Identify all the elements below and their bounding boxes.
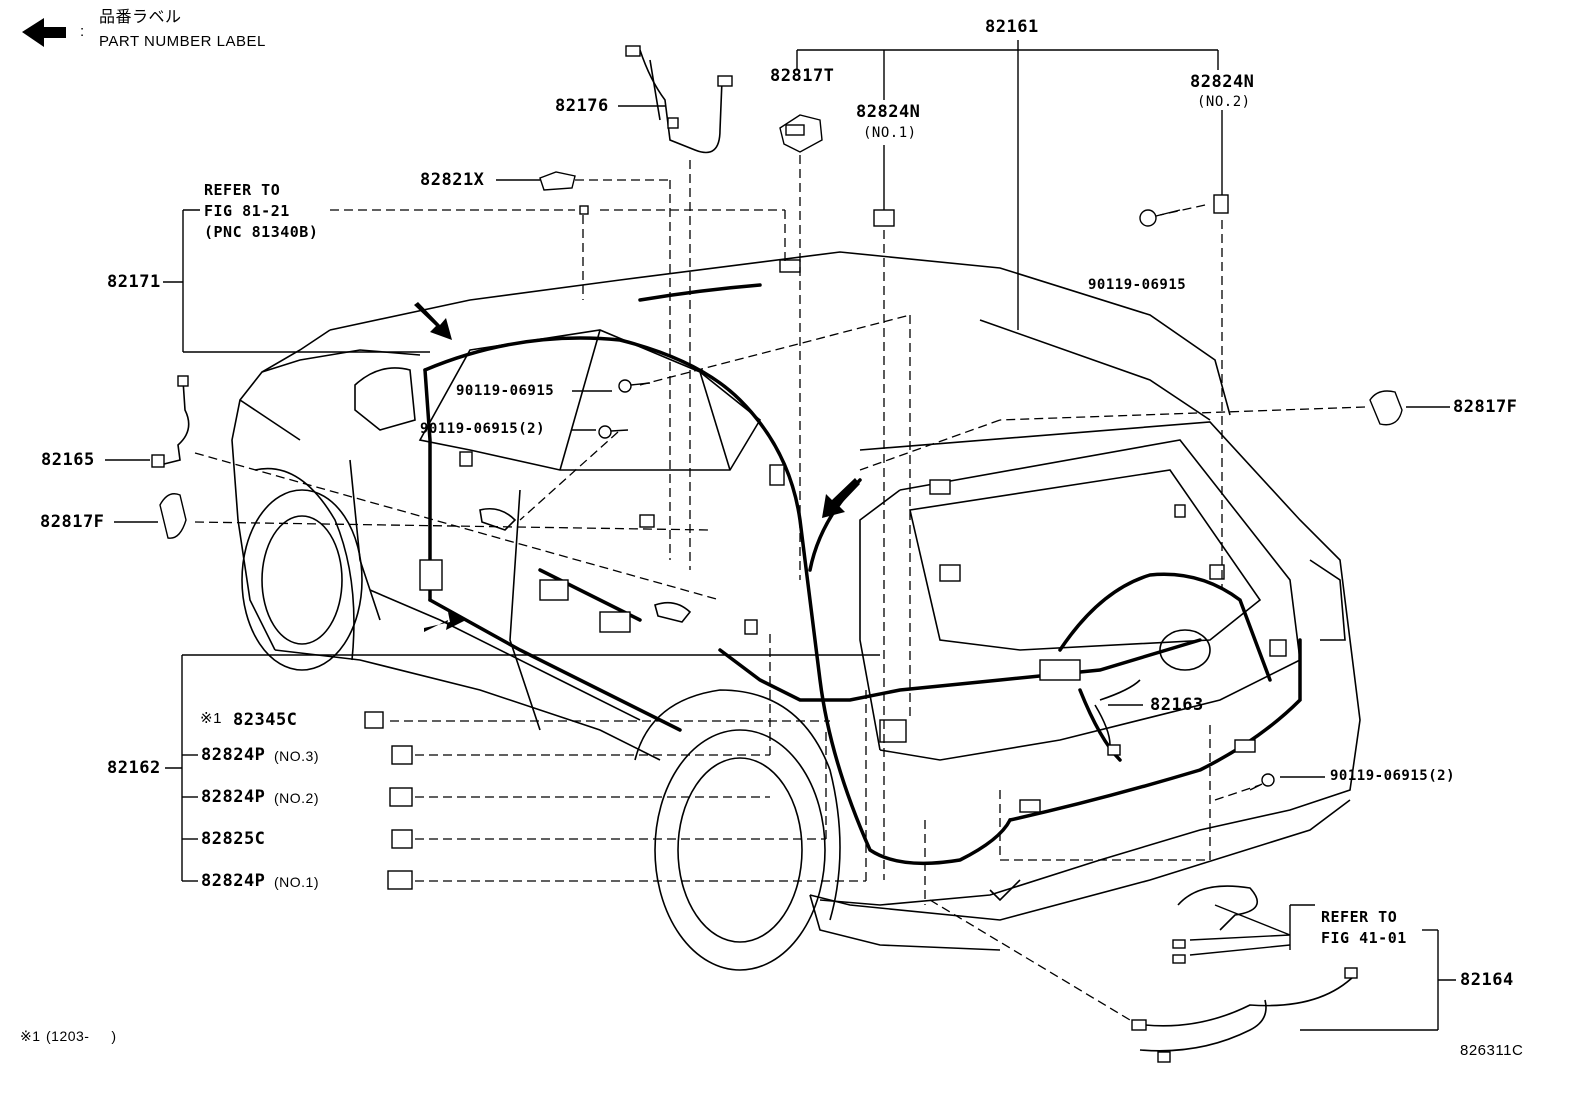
part-82176-label: 82176 [555, 96, 609, 116]
part-82345C-mark: ※1 [200, 710, 222, 727]
part-82171-label: 82171 [107, 272, 161, 292]
part-82162-label: 82162 [107, 758, 161, 778]
part-82825C-label: 82825C [201, 829, 266, 849]
refer-fig-41-01: REFER TO FIG 41-01 [1321, 908, 1407, 947]
label-arrow-icons [414, 302, 860, 632]
part-90119-label-d: 90119-06915(2) [1330, 768, 1456, 784]
part-82163-label: 82163 [1150, 695, 1204, 715]
part-82824N-2-label: 82824N [1190, 72, 1255, 92]
dashed-leaders [194, 155, 1366, 1021]
part-82824P1-label: 82824P [201, 871, 266, 891]
legend-label-en: PART NUMBER LABEL [99, 33, 266, 50]
legend-arrow-icon [22, 18, 66, 47]
part-82161-label: 82161 [985, 17, 1039, 37]
part-82165-label: 82165 [41, 450, 95, 470]
part-icons [151, 45, 1403, 1063]
part-82345C-label: 82345C [233, 710, 298, 730]
part-82824N-2-note: (NO.2) [1197, 94, 1251, 110]
part-82817T-label: 82817T [770, 66, 835, 86]
part-90119-label-b: 90119-06915 [456, 383, 555, 399]
legend-colon: : [80, 23, 85, 40]
figure-code: 826311C [1460, 1042, 1524, 1059]
footnote-text: (1203- ) [46, 1028, 117, 1044]
part-82824P3-label: 82824P [201, 745, 266, 765]
part-82164-label: 82164 [1460, 970, 1514, 990]
part-82824P2-label: 82824P [201, 787, 266, 807]
part-82824N-1-note: (NO.1) [863, 125, 917, 141]
refer-fig-81-21: REFER TO FIG 81-21 (PNC 81340B) [204, 181, 319, 241]
harness-lines-thin [159, 49, 1356, 1052]
part-82824P1-note: (NO.1) [274, 874, 319, 890]
part-90119-label-c: 90119-06915(2) [420, 421, 546, 437]
part-82821X-label: 82821X [420, 170, 485, 190]
part-82824P2-note: (NO.2) [274, 790, 319, 806]
solid-leaders [105, 40, 1456, 1031]
part-82817F-left-label: 82817F [40, 512, 105, 532]
part-90119-label-a: 90119-06915 [1088, 277, 1187, 293]
part-82817F-right-label: 82817F [1453, 397, 1518, 417]
legend-label-jp: 品番ラベル [99, 9, 182, 26]
harness-lines [423, 283, 1302, 866]
car-body-outline [231, 251, 1361, 971]
footnote-mark: ※1 [20, 1028, 41, 1044]
part-82824P3-note: (NO.3) [274, 748, 319, 764]
connector-blocks [419, 259, 1287, 813]
part-82824N-1-label: 82824N [856, 102, 921, 122]
